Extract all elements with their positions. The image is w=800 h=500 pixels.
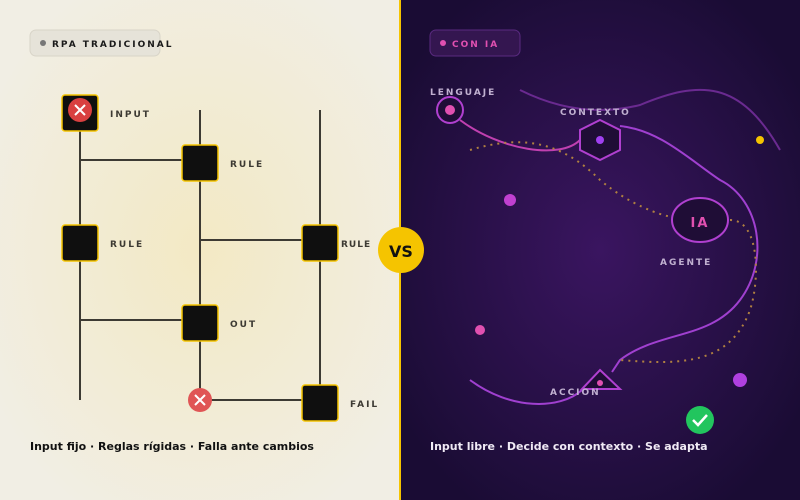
- decor-dot: [756, 136, 764, 144]
- ia-caption: Input libre · Decide con contexto · Se a…: [430, 440, 708, 453]
- error-x-icon: [68, 98, 92, 122]
- decor-dot: [504, 194, 516, 206]
- label-rule-3: RULE: [341, 240, 371, 250]
- label-rule-1: RULE: [230, 160, 264, 170]
- vs-badge: VS: [378, 227, 424, 273]
- right-panel: [400, 0, 800, 500]
- node-ia: IA: [671, 197, 729, 243]
- error-x-icon: [188, 388, 212, 412]
- label-out: OUT: [230, 320, 257, 330]
- ia-badge-label: CON IA: [452, 40, 499, 50]
- label-lenguaje: LENGUAJE: [430, 88, 496, 98]
- success-check-icon: [686, 406, 714, 434]
- node-rule-2: [61, 224, 99, 262]
- label-agente: AGENTE: [660, 258, 712, 268]
- node-contexto-hexagon: [579, 118, 621, 162]
- node-accion-triangle: [579, 368, 623, 390]
- rpa-badge-label: RPA TRADICIONAL: [52, 40, 174, 50]
- decor-dot: [733, 373, 747, 387]
- label-accion: ACCION: [550, 388, 601, 398]
- node-rule-3: [301, 224, 339, 262]
- label-fail: FAIL: [350, 400, 379, 410]
- label-ia: IA: [691, 216, 710, 231]
- rpa-lines: [79, 110, 321, 401]
- ia-badge: CON IA: [429, 29, 521, 57]
- label-rule-2: RULE: [110, 240, 144, 250]
- decor-dot: [475, 325, 485, 335]
- ai-paths: [459, 88, 781, 405]
- node-fail: [301, 384, 339, 422]
- node-rule-1: [181, 144, 219, 182]
- rpa-badge: RPA TRADICIONAL: [29, 29, 174, 57]
- label-contexto: CONTEXTO: [560, 108, 631, 118]
- vs-label: VS: [389, 242, 413, 261]
- label-input: INPUT: [110, 110, 151, 120]
- node-lenguaje: [436, 96, 464, 124]
- rpa-caption: Input fijo · Reglas rígidas · Falla ante…: [30, 440, 314, 453]
- node-out: [181, 304, 219, 342]
